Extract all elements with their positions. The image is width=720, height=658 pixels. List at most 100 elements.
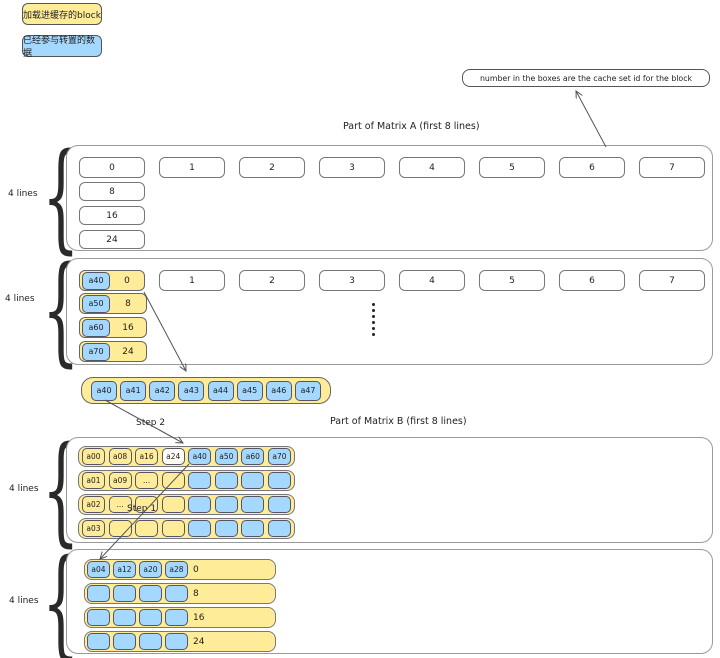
cache-line-row: 8 <box>84 583 276 604</box>
data-cell: a20 <box>139 561 162 578</box>
cache-set-box: 5 <box>479 157 545 178</box>
data-cell <box>214 472 238 489</box>
cache-set-box: 2 <box>239 270 305 291</box>
data-cell <box>113 609 136 626</box>
cached-tag: a70 <box>82 342 110 361</box>
data-cell: a50 <box>214 448 238 465</box>
cache-set-box: 8 <box>79 182 145 201</box>
legend-cached-block-label: 加载进缓存的block <box>23 10 101 21</box>
data-cell: a03 <box>82 520 105 537</box>
data-cell <box>87 609 110 626</box>
data-cell: a01 <box>82 472 105 489</box>
cache-set-box: 24 <box>79 230 145 249</box>
legend-cached-block: 加载进缓存的block <box>22 3 102 25</box>
data-cell <box>241 520 265 537</box>
cache-set-box: 2 <box>239 157 305 178</box>
cache-set-box: 4 <box>399 157 465 178</box>
matrix-a-title: Part of Matrix A (first 8 lines) <box>343 121 480 132</box>
cached-tag: a50 <box>82 294 110 313</box>
data-cell <box>139 633 162 650</box>
cache-set-box: 16 <box>79 206 145 225</box>
cache-line-row: a00 a08 a16 a24 a40 a50 a60 a70 <box>78 446 295 467</box>
brace-matrix-a-block2: { <box>42 240 80 378</box>
cache-set-box: 5 <box>479 270 545 291</box>
cache-set-box: 6 <box>559 270 625 291</box>
cache-set-box: 1 <box>159 270 225 291</box>
cache-set-number: 24 <box>122 346 134 357</box>
cache-set-box: 7 <box>639 157 705 178</box>
matrix-a-block2-top-row: a40 0 1 2 3 4 5 6 7 <box>79 270 705 291</box>
arrow-to-note <box>576 91 607 148</box>
cache-set-box: 7 <box>639 270 705 291</box>
matrix-a-block2: a40 0 1 2 3 4 5 6 7 a50 8 a60 16 a70 24 <box>66 258 713 365</box>
data-cell: a24 <box>161 448 185 465</box>
strip-cell: a47 <box>294 380 321 401</box>
data-cell <box>214 496 238 513</box>
strip-cell: a45 <box>236 380 263 401</box>
legend-transposed-data: 已经参与转置的数据 <box>22 35 102 59</box>
data-cell <box>165 585 188 602</box>
data-cell: a09 <box>108 472 132 489</box>
data-cell: a40 <box>188 448 212 465</box>
data-cell <box>113 585 136 602</box>
cached-tag: a40 <box>82 271 110 290</box>
data-cell <box>161 496 185 513</box>
cache-set-box: 1 <box>159 157 225 178</box>
data-cell <box>161 520 185 537</box>
cache-set-box: 6 <box>559 157 625 178</box>
cache-set-number: 0 <box>193 564 199 575</box>
cached-tag: a60 <box>82 318 110 337</box>
cached-block-a70: a70 24 <box>79 341 147 362</box>
step-1-label: Step 1 <box>127 504 157 514</box>
data-cell <box>188 496 212 513</box>
data-cell: a28 <box>165 561 188 578</box>
four-lines-label-1: 4 lines <box>8 189 38 199</box>
cache-set-number: 0 <box>124 275 130 286</box>
four-lines-label-3: 4 lines <box>9 484 39 494</box>
data-cell <box>214 520 238 537</box>
data-cell <box>139 585 162 602</box>
note-cache-set-id: number in the boxes are the cache set id… <box>462 69 710 87</box>
cache-line-row: a02 ... <box>78 494 295 515</box>
cache-line-row: a03 <box>78 518 295 539</box>
data-cell <box>267 496 291 513</box>
strip-cell: a40 <box>91 380 117 401</box>
cached-block-a40: a40 0 <box>79 270 145 291</box>
cache-set-box: 3 <box>319 157 385 178</box>
data-cell: a02 <box>82 496 105 513</box>
matrix-a-block1-top-row: 0 1 2 3 4 5 6 7 <box>79 157 705 178</box>
data-cell <box>165 633 188 650</box>
data-cell <box>135 520 159 537</box>
cache-set-number: 8 <box>125 298 131 309</box>
data-cell: a04 <box>87 561 110 578</box>
cached-block-a60: a60 16 <box>79 317 147 338</box>
data-cell <box>87 585 110 602</box>
cache-line-row: a01 a09 ... <box>78 470 295 491</box>
cache-set-box: 3 <box>319 270 385 291</box>
cache-set-number: 16 <box>122 322 134 333</box>
strip-cell: a43 <box>178 380 205 401</box>
legend-transposed-data-label: 已经参与转置的数据 <box>23 36 96 59</box>
cache-set-number: 16 <box>193 612 205 623</box>
cache-set-box: 4 <box>399 270 465 291</box>
data-cell: a16 <box>135 448 159 465</box>
strip-cell: a41 <box>120 380 147 401</box>
matrix-b-block1: a00 a08 a16 a24 a40 a50 a60 a70 a01 a09 … <box>66 437 713 543</box>
strip-cell: a42 <box>149 380 176 401</box>
data-cell <box>108 520 132 537</box>
data-cell: a08 <box>108 448 132 465</box>
brace-matrix-b-block2: { <box>42 533 80 658</box>
vertical-ellipsis <box>372 303 375 336</box>
cache-set-number: 24 <box>193 636 205 647</box>
matrix-b-title: Part of Matrix B (first 8 lines) <box>330 416 467 427</box>
brace-matrix-a-block1: { <box>42 127 80 265</box>
data-cell <box>267 520 291 537</box>
cached-block-a50: a50 8 <box>79 293 147 314</box>
data-cell <box>165 609 188 626</box>
data-cell: a60 <box>241 448 265 465</box>
data-cell <box>241 496 265 513</box>
data-cell <box>241 472 265 489</box>
brace-matrix-b-block1: { <box>42 420 80 558</box>
matrix-b-block2: a04 a12 a20 a28 0 8 16 24 <box>66 549 713 654</box>
